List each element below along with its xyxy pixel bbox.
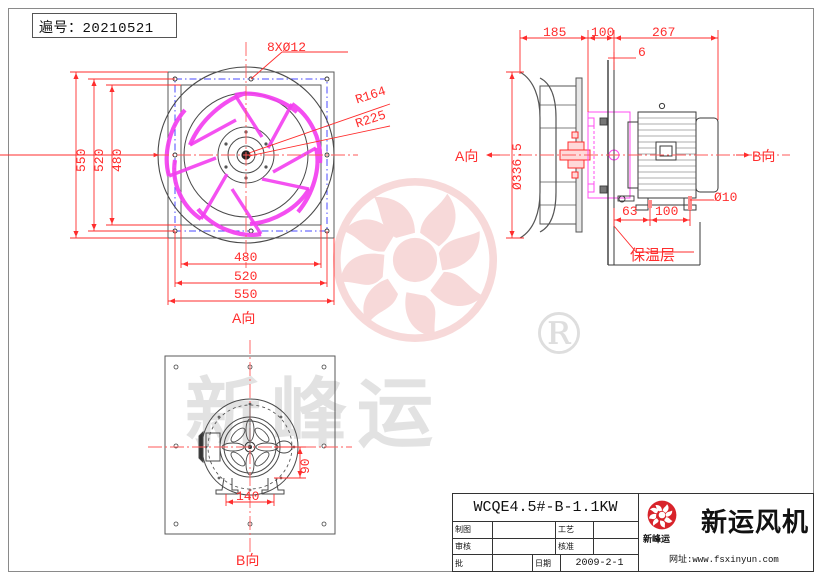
sheet-border: [8, 8, 814, 572]
front-dim-v-480: 480: [110, 148, 125, 172]
title-block-row: 制图 工艺: [453, 522, 638, 539]
watermark-text: 新峰运: [185, 369, 443, 458]
front-dim-h-550: 550: [234, 287, 258, 302]
callout-bolt-holes: 8XØ12: [267, 40, 307, 55]
drawing-number-value: 20210521: [82, 21, 154, 37]
side-dim-100b: 100: [655, 204, 679, 219]
title-block-brand: 新运风机 新峰运 网址:www.fsxinyun.com: [639, 494, 813, 571]
watermark-registered-icon: ®: [530, 300, 588, 368]
front-dim-h-520: 520: [234, 269, 258, 284]
model-name: WCQE4.5#-B-1.1KW: [473, 499, 618, 516]
cell-drawn-label: 制图: [453, 522, 493, 538]
side-dim-100: 100: [591, 25, 615, 40]
front-view-label: A向: [232, 310, 256, 326]
drawing-number: 遍号：20210521: [39, 17, 154, 37]
cell-process-label: 工艺: [556, 522, 594, 538]
insulation-note: 保温层: [630, 247, 676, 264]
title-block-row: 批 日期 2009-2-1: [453, 555, 638, 572]
drawing-number-box: 遍号：20210521: [32, 13, 177, 38]
brand-website: 网址:www.fsxinyun.com: [669, 555, 779, 565]
cell-qty-label: 批: [453, 555, 493, 572]
side-view-arrow-a-label: A向: [455, 148, 479, 164]
cell-drawn-value: [493, 522, 556, 538]
bottom-dim-90: 90: [298, 458, 313, 474]
title-block-row: 审核 核准: [453, 538, 638, 556]
side-dim-63: 63: [622, 204, 638, 219]
side-dim-thickness: 6: [638, 45, 646, 60]
cell-approve-label: 核准: [556, 538, 594, 555]
side-dim-185: 185: [543, 25, 567, 40]
cell-date-value: 2009-2-1: [575, 557, 624, 569]
bottom-view-label: B向: [236, 552, 260, 568]
fan-logo-icon: [647, 500, 677, 530]
bottom-dim-140: 140: [236, 489, 260, 504]
cell-review-value: [493, 538, 556, 555]
side-dim-diameter: Ø336.5: [510, 143, 525, 190]
cell-date-label: 日期: [533, 555, 561, 572]
brand-sub-name: 新峰运: [643, 534, 671, 544]
drawing-number-label: 遍号：: [39, 19, 83, 35]
title-block-left: WCQE4.5#-B-1.1KW 制图 工艺 审核 核准 批 日期 2009-2…: [453, 494, 639, 572]
cell-process-value: [594, 522, 638, 538]
brand-name: 新运风机: [701, 508, 810, 538]
cell-review-label: 审核: [453, 538, 493, 555]
side-view-arrow-b-label: B向: [752, 148, 776, 164]
title-block: WCQE4.5#-B-1.1KW 制图 工艺 审核 核准 批 日期 2009-2…: [452, 493, 814, 572]
side-dim-267: 267: [652, 25, 676, 40]
front-dim-v-550: 550: [74, 148, 89, 172]
front-dim-h-480: 480: [234, 250, 258, 265]
model-name-cell: WCQE4.5#-B-1.1KW: [453, 494, 638, 522]
side-dim-bolt-diameter: Ø10: [714, 190, 738, 205]
cell-qty-value: [493, 555, 533, 572]
fan-watermark-icon: [332, 177, 498, 343]
front-dim-v-520: 520: [92, 148, 107, 172]
cell-approve-value: [594, 539, 638, 555]
